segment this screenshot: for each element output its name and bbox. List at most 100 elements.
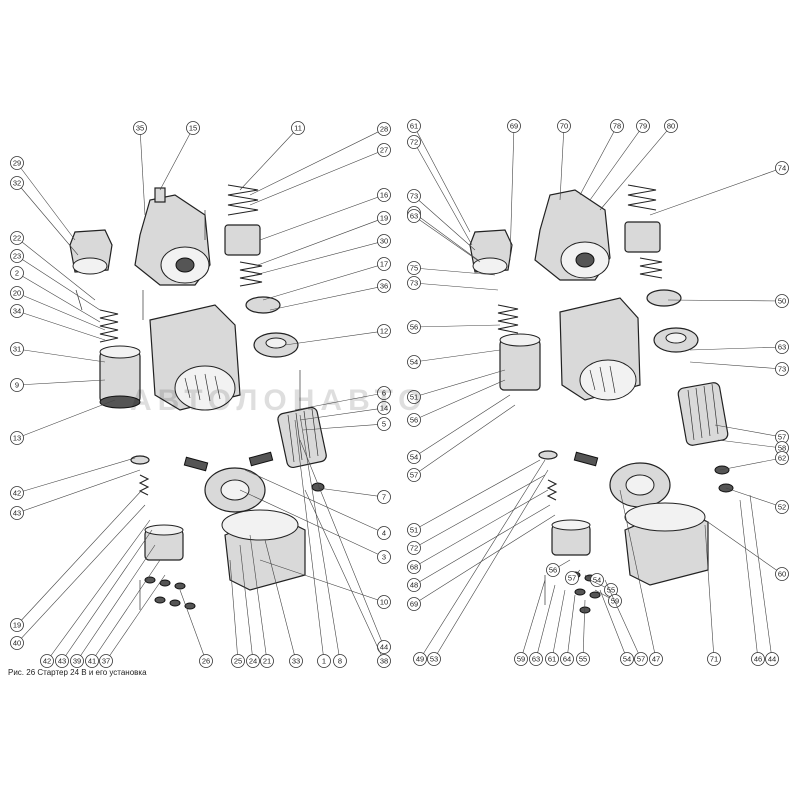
right-callout-number: 57 bbox=[568, 574, 576, 583]
right-callout-number: 63 bbox=[532, 655, 540, 664]
left-leader-line bbox=[16, 237, 96, 301]
left-leader-line bbox=[139, 127, 146, 216]
drive-pinion-right bbox=[624, 184, 682, 307]
left-leader-line bbox=[299, 439, 385, 648]
armature bbox=[277, 370, 327, 492]
left-callout-circle bbox=[260, 654, 274, 668]
left-leader-line bbox=[249, 149, 385, 206]
left-callout-number: 29 bbox=[13, 159, 21, 168]
right-callout-number: 44 bbox=[768, 655, 776, 664]
right-leader-line bbox=[413, 324, 501, 328]
left-callout-number: 21 bbox=[263, 657, 271, 666]
right-callout-circle bbox=[775, 294, 789, 308]
right-leader-line bbox=[509, 125, 515, 261]
left-callout-number: 14 bbox=[380, 404, 388, 413]
right-leader-line bbox=[566, 594, 576, 660]
armature-right bbox=[677, 382, 734, 493]
right-callout-circle bbox=[407, 541, 421, 555]
right-leader-line bbox=[413, 349, 501, 363]
commutator-bracket-right bbox=[653, 327, 699, 353]
left-leader-line bbox=[16, 255, 101, 311]
right-callout-circle bbox=[413, 652, 427, 666]
left-callout-circle bbox=[231, 654, 245, 668]
left-leader-line bbox=[16, 310, 106, 341]
stator-yoke-right bbox=[559, 297, 641, 401]
left-callout-circle bbox=[70, 654, 84, 668]
right-callout-number: 78 bbox=[613, 122, 621, 131]
left-callout-circle bbox=[10, 378, 24, 392]
right-callout-number: 55 bbox=[579, 655, 587, 664]
right-callout-number: 57 bbox=[637, 655, 645, 664]
right-leader-line bbox=[413, 489, 549, 568]
left-callout-number: 1 bbox=[322, 657, 326, 666]
left-callout-circle bbox=[377, 595, 391, 609]
left-callout-number: 40 bbox=[13, 639, 21, 648]
right-callout-circle bbox=[636, 119, 650, 133]
right-callout-circle bbox=[407, 119, 421, 133]
right-callout-number: 73 bbox=[778, 365, 786, 374]
left-leader-line bbox=[239, 544, 254, 662]
right-callout-number: 57 bbox=[410, 471, 418, 480]
left-leader-line bbox=[16, 162, 76, 241]
right-callout-number: 54 bbox=[623, 655, 631, 664]
right-callout-circle bbox=[565, 571, 579, 585]
left-callout-number: 36 bbox=[380, 282, 388, 291]
right-leader-line bbox=[433, 469, 549, 660]
right-callout-circle bbox=[407, 276, 421, 290]
right-leader-line bbox=[413, 141, 473, 246]
left-callout-number: 25 bbox=[234, 657, 242, 666]
left-leader-line bbox=[294, 419, 325, 662]
right-callout-circle bbox=[557, 119, 571, 133]
left-callout-circle bbox=[377, 324, 391, 338]
right-callout-circle bbox=[664, 119, 678, 133]
right-leader-line bbox=[520, 579, 546, 660]
left-callout-number: 6 bbox=[382, 389, 386, 398]
left-leader-line bbox=[239, 489, 385, 558]
right-callout-circle bbox=[576, 652, 590, 666]
left-callout-number: 16 bbox=[380, 191, 388, 200]
right-callout-number: 60 bbox=[778, 570, 786, 579]
right-callout-circle bbox=[560, 652, 574, 666]
solenoid-body-right bbox=[499, 333, 541, 391]
left-callout-number: 7 bbox=[382, 493, 386, 502]
right-callout-number: 54 bbox=[410, 453, 418, 462]
right-callout-circle bbox=[507, 119, 521, 133]
left-leader-line bbox=[61, 529, 153, 662]
right-callout-circle bbox=[407, 209, 421, 223]
right-leader-line bbox=[725, 487, 783, 508]
left-callout-circle bbox=[186, 121, 200, 135]
left-leader-line bbox=[284, 330, 385, 346]
solenoid-cap bbox=[69, 229, 113, 275]
right-leader-line bbox=[413, 474, 546, 549]
right-callout-number: 53 bbox=[430, 655, 438, 664]
left-leader-line bbox=[229, 559, 239, 662]
right-callout-circle bbox=[514, 652, 528, 666]
left-callout-circle bbox=[199, 654, 213, 668]
left-callout-number: 22 bbox=[13, 234, 21, 243]
left-callout-circle bbox=[40, 654, 54, 668]
end-cover-right bbox=[624, 502, 709, 586]
right-leader-line bbox=[413, 459, 541, 531]
right-leader-line bbox=[619, 489, 657, 660]
left-leader-line bbox=[16, 489, 143, 626]
left-leader-line bbox=[264, 539, 297, 662]
right-leader-line bbox=[413, 369, 506, 398]
right-starter-assembly bbox=[469, 184, 734, 614]
right-callout-number: 63 bbox=[410, 212, 418, 221]
left-leader-line bbox=[259, 194, 385, 241]
right-callout-number: 62 bbox=[778, 454, 786, 463]
right-callout-number: 52 bbox=[778, 503, 786, 512]
left-leader-line bbox=[304, 489, 385, 662]
right-callout-circle bbox=[545, 652, 559, 666]
right-callout-number: 64 bbox=[563, 655, 571, 664]
right-callout-number: 70 bbox=[560, 122, 568, 131]
left-callout-circle bbox=[317, 654, 331, 668]
left-callout-circle bbox=[333, 654, 347, 668]
right-callout-number: 47 bbox=[652, 655, 660, 664]
right-leader-line bbox=[599, 589, 628, 660]
right-callout-number: 63 bbox=[778, 343, 786, 352]
brush-holder-right bbox=[573, 451, 671, 508]
right-callout-circle bbox=[546, 563, 560, 577]
left-callout-circle bbox=[10, 342, 24, 356]
right-callout-number: 56 bbox=[410, 416, 418, 425]
